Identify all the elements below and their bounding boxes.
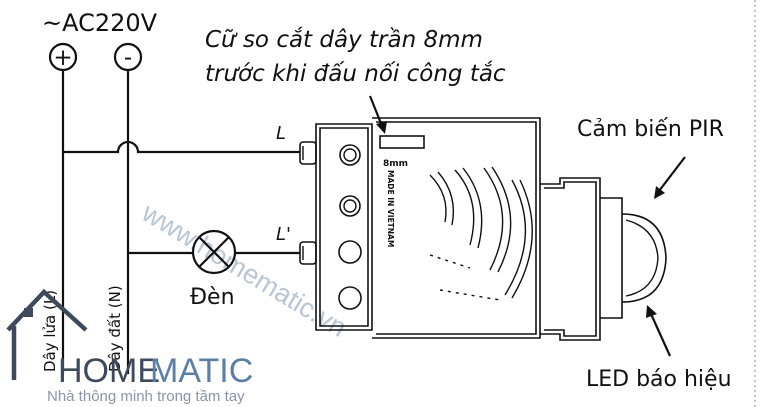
- terminal-l-label: L: [276, 123, 286, 144]
- strip-note-line1: Cữ so cắt dây trần 8mm: [205, 26, 483, 53]
- logo-matic-text: MATIC: [150, 352, 253, 390]
- lamp-label: Đèn: [190, 285, 235, 310]
- made-in-text: MADE IN VIETNAM: [386, 170, 395, 247]
- strip-note-arrow-icon: [368, 95, 387, 134]
- terminal-l-prime-label: L': [276, 224, 291, 245]
- supply-label: ~AC220V: [42, 9, 158, 37]
- pir-arrow-icon: [654, 156, 686, 199]
- logo-tagline: Nhà thông minh trong tầm tay: [47, 388, 245, 405]
- screw-terminal-l-prime-icon: [299, 240, 362, 265]
- svg-text:+: +: [53, 45, 72, 71]
- plus-terminal-icon: +: [48, 42, 78, 72]
- lamp-icon: [191, 229, 237, 275]
- screw-terminal-l-icon: [299, 141, 361, 166]
- pir-sensor-label: Cảm biến PIR: [577, 117, 724, 142]
- gauge-text: 8mm: [383, 159, 408, 169]
- logo-home-text: HOME: [58, 352, 160, 390]
- l-connection-wire: [63, 140, 300, 154]
- minus-terminal-icon: -: [113, 42, 143, 72]
- strip-note-line2: trước khi đấu nối công tắc: [205, 60, 506, 87]
- screw-terminal-2-icon: [339, 195, 361, 217]
- homematic-logo: HOME MATIC Nhà thông minh trong tầm tay: [6, 288, 253, 405]
- svg-text:-: -: [124, 45, 132, 71]
- led-arrow-icon: [646, 305, 672, 357]
- neutral-wire-label: Dây đất (N): [106, 285, 124, 372]
- led-indicator-label: LED báo hiệu: [586, 367, 732, 392]
- screw-terminal-4-icon: [338, 286, 362, 310]
- pir-lens-icon: [621, 213, 667, 303]
- sensor-switch-device: [315, 117, 623, 341]
- live-wire-label: Dây lửa (L): [41, 290, 59, 372]
